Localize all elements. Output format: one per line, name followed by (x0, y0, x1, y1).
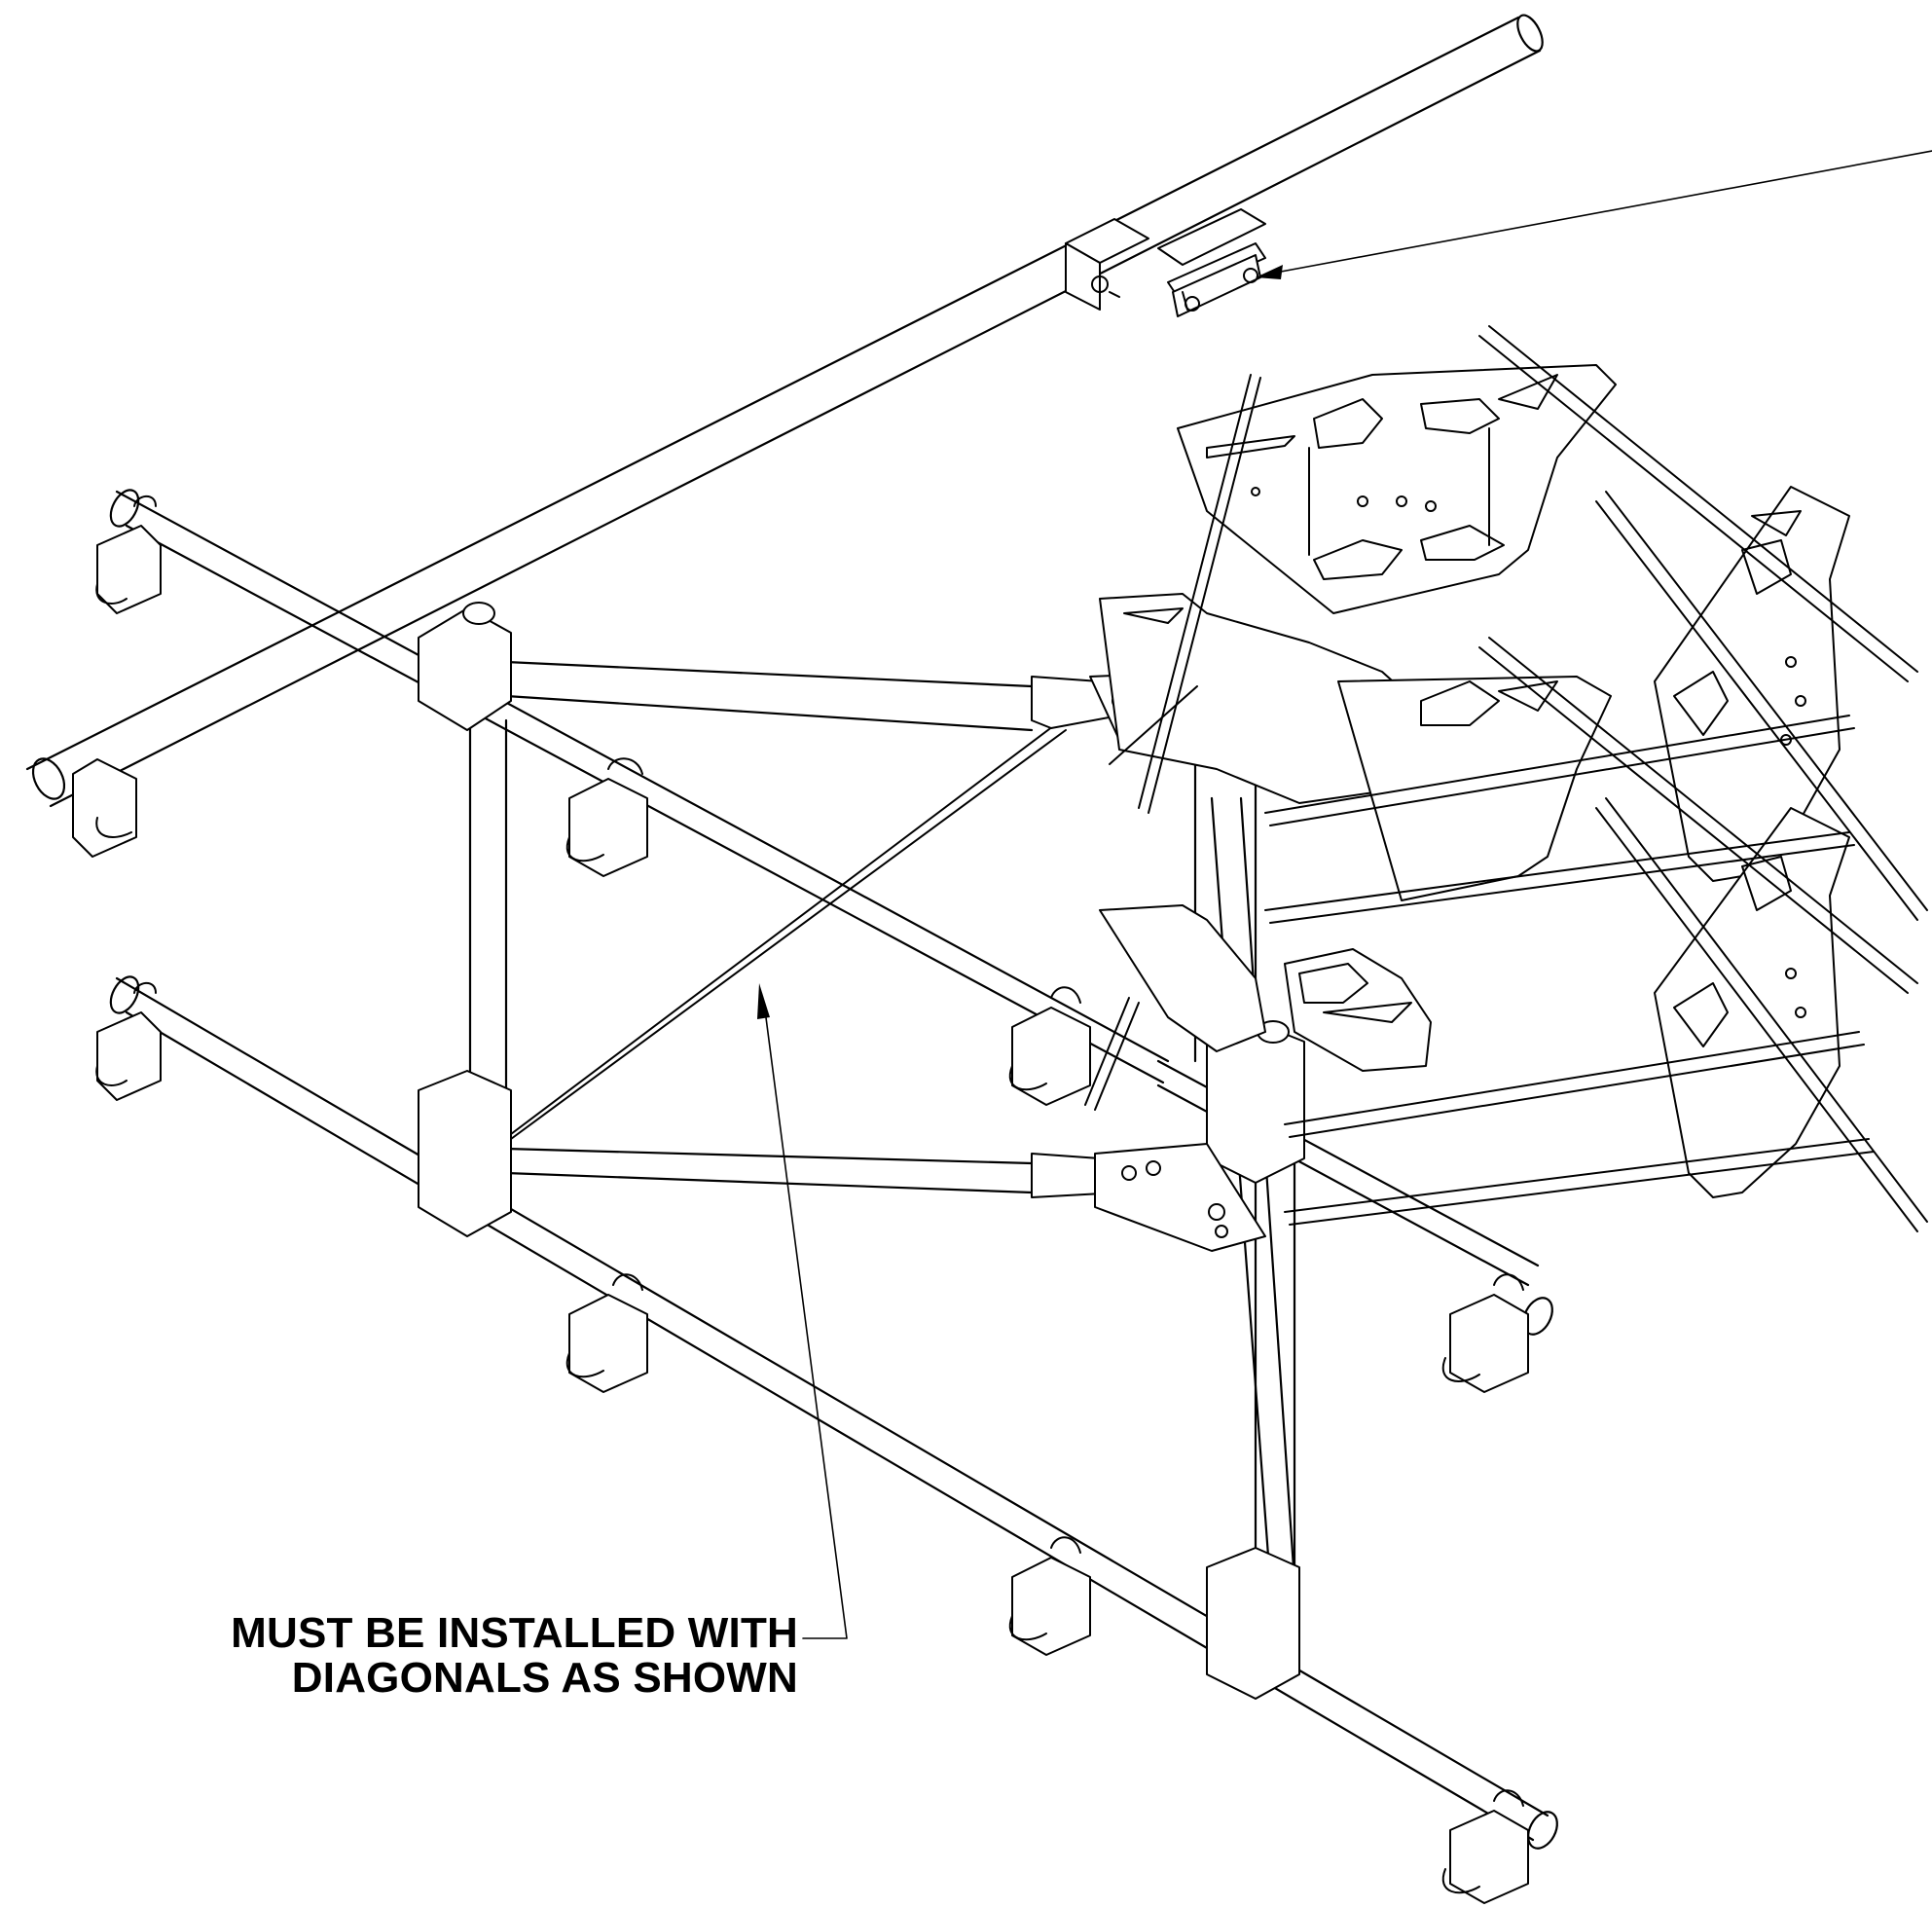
callout-line-2: DIAGONALS AS SHOWN (291, 1654, 798, 1702)
mast-diagonal (1210, 796, 1296, 1584)
u-bolt-clamp (1441, 1789, 1529, 1904)
u-bolt-clamp (1008, 986, 1091, 1106)
sector-plate-tier-middle (1099, 593, 1612, 901)
u-bolt-clamp (95, 495, 162, 614)
corner-bracket-lower-right (1206, 1547, 1300, 1700)
u-bolt-clamp (72, 758, 137, 858)
diagonal-brace-lower-arm (504, 1147, 1034, 1194)
callout-leader-diagonals (757, 983, 848, 1639)
upper-long-pipe (25, 14, 1544, 808)
left-middle-pipe (109, 489, 1553, 1336)
cross-diagonal (510, 719, 1067, 1140)
corner-bracket-lower-left (418, 1070, 512, 1237)
u-bolt-clamp (565, 1273, 648, 1393)
u-bolt-clamp (1008, 1536, 1091, 1656)
corner-bracket-upper-left (418, 602, 512, 731)
brace-plate-lower (1031, 1143, 1266, 1252)
corner-bracket-mid-right (1206, 1020, 1305, 1184)
vertical-post-left (468, 718, 508, 1092)
antenna-mounting-rods (1084, 325, 1928, 1232)
u-bolt-clamps (72, 495, 1529, 1904)
diagonal-brace-upper-arm (504, 660, 1034, 732)
callout-line-1: MUST BE INSTALLED WITH (231, 1609, 798, 1657)
u-bolt-clamp (95, 981, 162, 1101)
diagonals-callout-text: MUST BE INSTALLED WITH DIAGONALS AS SHOW… (156, 1611, 798, 1701)
sector-plate-tier-bottom (1099, 904, 1432, 1072)
u-bolt-clamp (1441, 1273, 1529, 1393)
pipe-clamp-top (1065, 208, 1266, 317)
lower-long-pipe (109, 975, 1558, 1850)
sector-plate-tier-top (1177, 364, 1617, 614)
u-bolt-clamp (565, 757, 648, 877)
callout-leader-top (1256, 150, 1932, 279)
